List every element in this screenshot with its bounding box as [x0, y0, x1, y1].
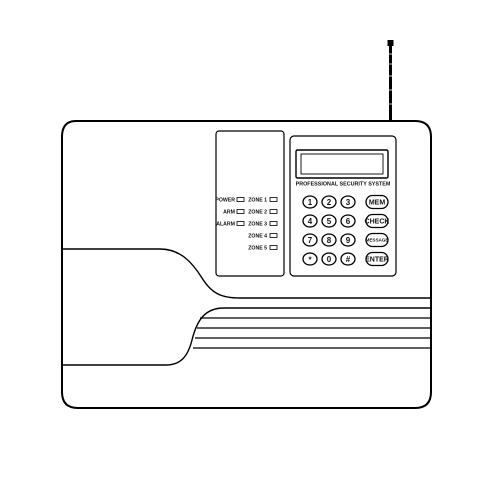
key-check[interactable]: CHECK: [365, 213, 390, 229]
key-star-label: *: [308, 256, 312, 265]
front-flap-lines: [62, 248, 431, 366]
key-7-label: 7: [308, 236, 313, 245]
led-zone-3-label: ZONE 3: [248, 222, 267, 228]
led-window: [215, 130, 285, 277]
led-zone-3: ZONE 3: [248, 221, 278, 228]
key-check-label: CHECK: [365, 219, 390, 226]
key-6-label: 6: [346, 217, 351, 226]
led-power-label: POWER: [215, 198, 235, 204]
key-0-label: 0: [327, 255, 332, 264]
key-message[interactable]: MESSAGE: [365, 232, 389, 248]
led-zone-5: ZONE 5: [248, 245, 278, 252]
led-alarm: ALARM: [216, 221, 245, 228]
key-9-label: 9: [346, 236, 351, 245]
key-mem-label: MEM: [369, 200, 386, 207]
key-hash-label: #: [346, 255, 351, 264]
key-8-label: 8: [327, 236, 332, 245]
key-star[interactable]: *: [302, 252, 318, 266]
key-3[interactable]: 3: [340, 195, 356, 209]
key-3-label: 3: [346, 198, 351, 207]
led-zone-2: ZONE 2: [248, 209, 278, 216]
keypad: 1 2 3 MEM 4 5 6 CHECK: [302, 194, 390, 267]
led-arm-label: ARM: [223, 210, 235, 216]
key-6[interactable]: 6: [340, 214, 356, 228]
led-zone-4-label: ZONE 4: [248, 234, 267, 240]
led-column-left: POWER ARM ALARM: [215, 197, 245, 228]
key-4-label: 4: [308, 217, 313, 226]
antenna: [387, 40, 394, 122]
key-8[interactable]: 8: [321, 233, 337, 247]
key-enter[interactable]: ENTER: [365, 251, 389, 267]
key-4[interactable]: 4: [302, 214, 318, 228]
lcd-display: [295, 149, 389, 179]
key-hash[interactable]: #: [340, 252, 356, 266]
led-arm: ARM: [223, 209, 245, 216]
key-mem[interactable]: MEM: [365, 194, 389, 210]
key-5-label: 5: [327, 217, 332, 226]
key-2[interactable]: 2: [321, 195, 337, 209]
led-zone-2-label: ZONE 2: [248, 210, 267, 216]
led-column-right: ZONE 1 ZONE 2 ZONE 3 ZONE 4 ZONE 5: [248, 197, 278, 252]
key-enter-label: ENTER: [365, 257, 389, 264]
led-power: POWER: [215, 197, 245, 204]
led-alarm-label: ALARM: [216, 222, 235, 228]
key-1-label: 1: [308, 198, 313, 207]
key-5[interactable]: 5: [321, 214, 337, 228]
brand-text: PROFESSIONAL SECURITY SYSTEM: [296, 182, 391, 188]
key-1[interactable]: 1: [302, 195, 318, 209]
key-2-label: 2: [327, 198, 332, 207]
key-message-label: MESSAGE: [366, 238, 389, 243]
led-zone-4: ZONE 4: [248, 233, 278, 240]
key-7[interactable]: 7: [302, 233, 318, 247]
key-0[interactable]: 0: [321, 252, 337, 266]
led-zone-1: ZONE 1: [248, 197, 278, 204]
key-9[interactable]: 9: [340, 233, 356, 247]
led-zone-1-label: ZONE 1: [248, 198, 267, 204]
led-zone-5-label: ZONE 5: [248, 246, 267, 252]
